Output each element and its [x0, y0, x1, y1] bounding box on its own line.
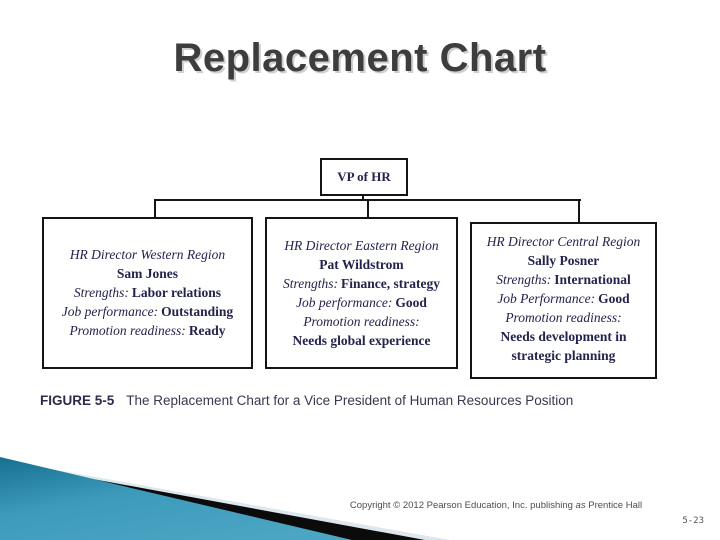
node-readiness-line: Promotion readiness:Ready — [69, 323, 226, 338]
node-readiness-value: Needs global experience — [292, 333, 431, 348]
node-title: HR Director Central Region — [486, 234, 641, 249]
node-title: HR Director Western Region — [69, 247, 226, 262]
connector-drop-east — [367, 199, 369, 219]
swoosh-decoration — [0, 457, 450, 540]
node-name: Sam Jones — [116, 266, 179, 281]
connector-drop-west — [154, 199, 156, 219]
node-strengths-line: Strengths:Labor relations — [73, 285, 222, 300]
page-number: 5-23 — [682, 516, 704, 526]
node-performance-line: Job performance:Outstanding — [61, 304, 234, 319]
connector-root-stub — [362, 194, 364, 200]
node-performance-line: Job performance:Good — [296, 295, 427, 310]
node-readiness-line: Promotion readiness: — [505, 310, 622, 325]
org-node-western: HR Director Western Region Sam Jones Str… — [42, 217, 253, 369]
org-root-box: VP of HR — [320, 158, 408, 196]
node-name: Sally Posner — [527, 253, 600, 268]
node-readiness-line: Promotion readiness: — [303, 314, 420, 329]
figure-caption-text: The Replacement Chart for a Vice Preside… — [126, 393, 574, 408]
org-root-title: VP of HR — [337, 169, 391, 184]
swoosh-teal-shape — [0, 457, 352, 540]
node-strengths-line: Strengths:International — [496, 272, 631, 287]
figure-caption: FIGURE 5-5 The Replacement Chart for a Vi… — [40, 393, 573, 408]
node-performance-line: Job Performance:Good — [497, 291, 630, 306]
node-title: HR Director Eastern Region — [284, 238, 439, 253]
copyright-text: Copyright © 2012 Pearson Education, Inc.… — [349, 500, 643, 511]
org-node-central: HR Director Central Region Sally Posner … — [470, 222, 657, 379]
node-strengths-line: Strengths:Finance, strategy — [283, 276, 440, 291]
slide-title: Replacement Chart — [173, 36, 547, 80]
node-readiness-value: Needs development in strategic planning — [500, 329, 627, 363]
node-name: Pat Wildstrom — [319, 257, 404, 272]
connector-drop-central — [578, 199, 580, 224]
org-node-eastern: HR Director Eastern Region Pat Wildstrom… — [265, 217, 458, 369]
figure-caption-label: FIGURE 5-5 — [40, 393, 115, 408]
